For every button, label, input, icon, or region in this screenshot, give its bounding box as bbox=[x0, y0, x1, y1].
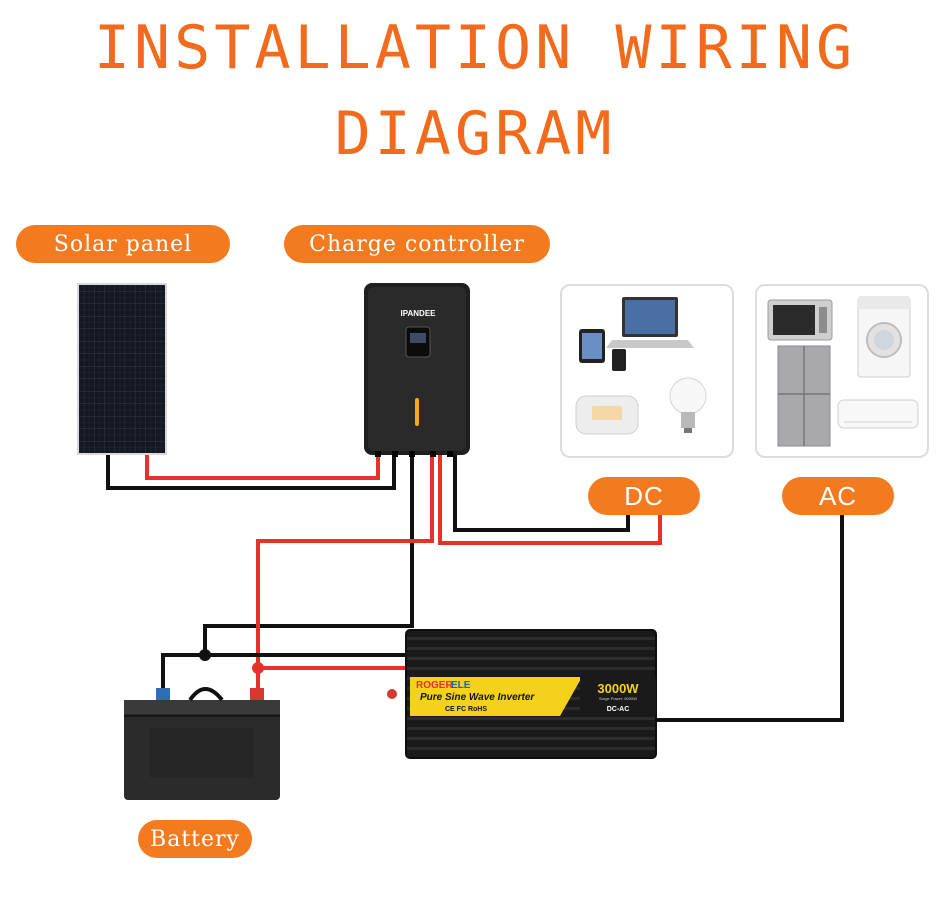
inverter-positive-terminal bbox=[387, 689, 397, 699]
microwave-icon bbox=[767, 299, 833, 341]
wires bbox=[106, 455, 844, 722]
inverter-product-name: Pure Sine Wave Inverter bbox=[420, 692, 535, 703]
ac-appliances bbox=[767, 296, 919, 447]
air-conditioner-icon bbox=[837, 399, 919, 429]
inverter bbox=[387, 629, 657, 759]
dc-appliances bbox=[575, 297, 707, 435]
inverter-surge-rating: Surge Power: 6000W bbox=[599, 696, 637, 701]
diagram-title-line1: INSTALLATION WIRING bbox=[93, 13, 857, 83]
inverter-certifications: CE FC RoHS bbox=[445, 706, 487, 713]
speaker-icon bbox=[575, 395, 639, 435]
battery bbox=[124, 687, 280, 800]
solar-panel bbox=[77, 283, 167, 455]
tablet-icon bbox=[579, 329, 605, 363]
refrigerator-icon bbox=[777, 345, 831, 447]
phone-icon bbox=[612, 349, 626, 371]
battery-label: Battery bbox=[138, 820, 252, 858]
inverter-type: DC-AC bbox=[607, 706, 630, 713]
inverter-power-rating: 3000W bbox=[597, 681, 639, 696]
inverter-brand-suffix: ELE bbox=[451, 680, 471, 691]
inverter-brand-prefix: ROGER bbox=[416, 680, 453, 691]
battery-positive-terminal bbox=[250, 688, 264, 700]
controller-brand: IPANDEE bbox=[401, 309, 437, 318]
charge-controller-label: Charge controller bbox=[284, 225, 550, 263]
charge-controller bbox=[364, 283, 470, 457]
dc-label: DC bbox=[588, 477, 700, 515]
battery-negative-terminal bbox=[156, 688, 170, 700]
bulb-icon bbox=[669, 377, 707, 433]
washing-machine-icon bbox=[857, 296, 911, 378]
laptop-icon bbox=[606, 297, 694, 348]
ac-label: AC bbox=[782, 477, 894, 515]
diagram-title-line2: DIAGRAM bbox=[334, 99, 616, 169]
solar-panel-label: Solar panel bbox=[16, 225, 230, 263]
